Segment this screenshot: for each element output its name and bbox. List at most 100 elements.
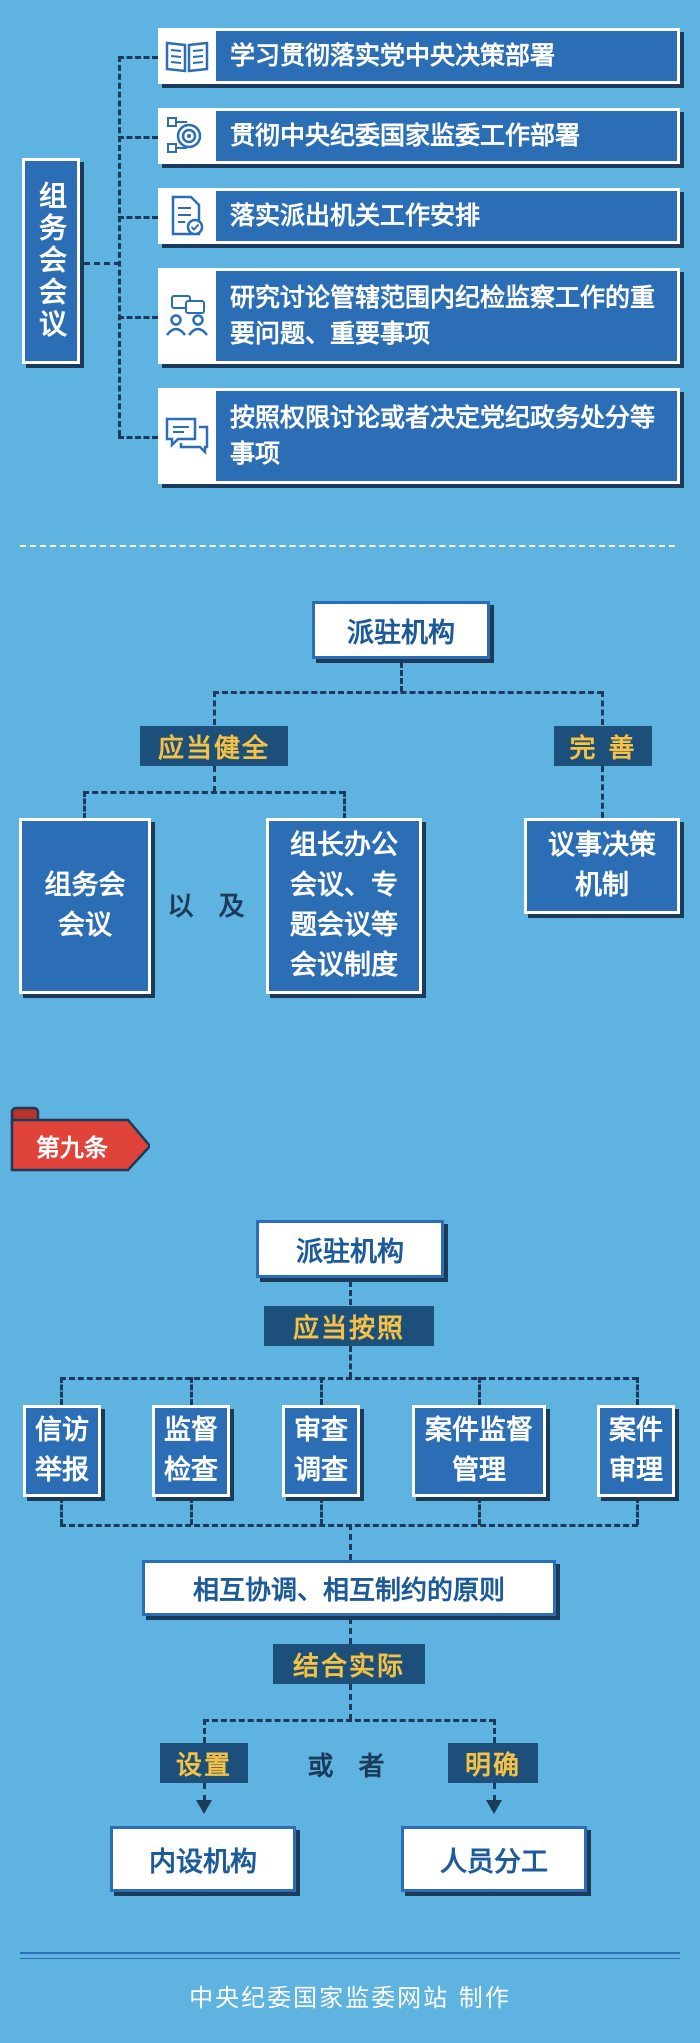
section2-top-box: 派驻机构	[312, 601, 490, 659]
connector	[118, 216, 158, 219]
connector	[203, 1719, 495, 1722]
connector	[349, 1684, 352, 1720]
connector	[84, 262, 120, 265]
connector	[118, 316, 158, 319]
connector	[118, 56, 158, 59]
document-check-icon	[158, 188, 216, 244]
item-text: 学习贯彻落实党中央决策部署	[216, 31, 677, 81]
section-divider	[20, 545, 675, 547]
box-label: 信访举报	[35, 1415, 89, 1486]
tag-label: 应当按照	[292, 1313, 405, 1344]
item-disciplinary-matters: 按照权限讨论或者决定党纪政务处分等事项	[158, 388, 680, 484]
tag-set-up: 设置	[160, 1743, 248, 1783]
principle-label: 相互协调、相互制约的原则	[192, 1575, 505, 1606]
connector	[118, 56, 121, 436]
box-label: 组务会会议	[44, 870, 126, 941]
connector	[190, 1377, 193, 1405]
item-study-decisions: 学习贯彻落实党中央决策部署	[158, 28, 680, 84]
article-tag: 第九条	[10, 1106, 150, 1172]
connector	[601, 766, 604, 818]
tag-label: 完 善	[569, 733, 637, 764]
connector	[213, 691, 603, 694]
tag-label: 明确	[464, 1750, 521, 1781]
item-implement-deployment: 贯彻中央纪委国家监委工作部署	[158, 108, 680, 164]
item-text: 贯彻中央纪委国家监委工作部署	[216, 111, 677, 161]
connector	[349, 1281, 352, 1305]
item-text: 落实派出机关工作安排	[216, 191, 677, 241]
connector	[213, 691, 216, 725]
connector	[493, 1783, 496, 1801]
tag-according-to: 应当按照	[264, 1306, 434, 1346]
item-discuss-issues: 研究讨论管辖范围内纪检监察工作的重要问题、重要事项	[158, 268, 680, 364]
principle-box: 相互协调、相互制约的原则	[142, 1560, 556, 1616]
connector	[190, 1497, 193, 1525]
book-icon	[158, 28, 216, 84]
tag-perfect: 完 善	[554, 726, 652, 766]
box-label: 内设机构	[149, 1846, 257, 1878]
box-label: 案件监督管理	[425, 1415, 533, 1486]
connector	[478, 1497, 481, 1525]
footer-credit: 中央纪委国家监委网站 制作	[0, 1978, 700, 2014]
connector	[83, 791, 345, 794]
connector	[478, 1377, 481, 1405]
tag-label: 应当健全	[157, 733, 270, 764]
article-tag-label: 第九条	[36, 1132, 108, 1162]
target-icon	[158, 108, 216, 164]
footer-rule	[20, 1952, 680, 1954]
connector	[349, 1346, 352, 1378]
connector	[203, 1719, 206, 1743]
connector-label: 或 者	[307, 1751, 393, 1782]
arrow-down-icon	[196, 1800, 212, 1814]
section1-title-box: 组务会会议	[22, 158, 80, 364]
connector	[60, 1377, 638, 1380]
section3-top-label: 派驻机构	[296, 1236, 404, 1268]
connector	[118, 136, 158, 139]
connector	[400, 662, 403, 692]
connector-or: 或 者	[300, 1745, 400, 1783]
box-petitions-reports: 信访举报	[23, 1405, 101, 1497]
connector-label: 以 及	[167, 891, 253, 922]
connector	[349, 1618, 352, 1644]
section3-top-box: 派驻机构	[256, 1220, 444, 1278]
footer-rule	[20, 1958, 680, 1959]
item-dispatching-arrangements: 落实派出机关工作安排	[158, 188, 680, 244]
footer-text: 中央纪委国家监委网站 制作	[189, 1984, 511, 2012]
box-label: 议事决策机制	[548, 830, 656, 901]
connector	[213, 766, 216, 792]
box-case-supervision-management: 案件监督管理	[412, 1405, 546, 1497]
connector	[118, 436, 158, 439]
box-group-affairs-meeting: 组务会会议	[19, 818, 151, 994]
connector	[636, 1377, 639, 1405]
connector	[320, 1377, 323, 1405]
connector	[203, 1783, 206, 1801]
arrow-down-icon	[486, 1800, 502, 1814]
box-meeting-systems: 组长办公会议、专题会议等会议制度	[266, 818, 422, 994]
box-label: 人员分工	[440, 1846, 548, 1878]
discussion-people-icon	[158, 268, 216, 364]
section2-top-label: 派驻机构	[347, 617, 455, 649]
chat-bubbles-icon	[158, 388, 216, 484]
connector-and: 以 及	[160, 884, 260, 924]
box-staff-division: 人员分工	[401, 1826, 587, 1892]
connector	[636, 1497, 639, 1525]
connector	[60, 1497, 63, 1525]
connector	[320, 1497, 323, 1525]
connector	[349, 1524, 352, 1560]
box-decision-mechanism: 议事决策机制	[524, 818, 680, 914]
connector	[601, 691, 604, 725]
box-supervision-inspection: 监督检查	[152, 1405, 230, 1497]
connector	[83, 791, 86, 819]
connector	[343, 791, 346, 819]
item-text: 按照权限讨论或者决定党纪政务处分等事项	[216, 391, 677, 481]
connector	[60, 1377, 63, 1405]
tag-should-improve: 应当健全	[140, 726, 288, 766]
box-label: 组长办公会议、专题会议等会议制度	[290, 830, 398, 981]
tag-combine-reality: 结合实际	[273, 1644, 425, 1684]
box-internal-institutions: 内设机构	[110, 1826, 296, 1892]
tag-clarify: 明确	[448, 1743, 538, 1783]
tag-label: 设置	[175, 1750, 232, 1781]
connector	[493, 1719, 496, 1743]
item-text: 研究讨论管辖范围内纪检监察工作的重要问题、重要事项	[216, 271, 677, 361]
box-case-trial: 案件审理	[597, 1405, 675, 1497]
box-review-investigation: 审查调查	[282, 1405, 360, 1497]
